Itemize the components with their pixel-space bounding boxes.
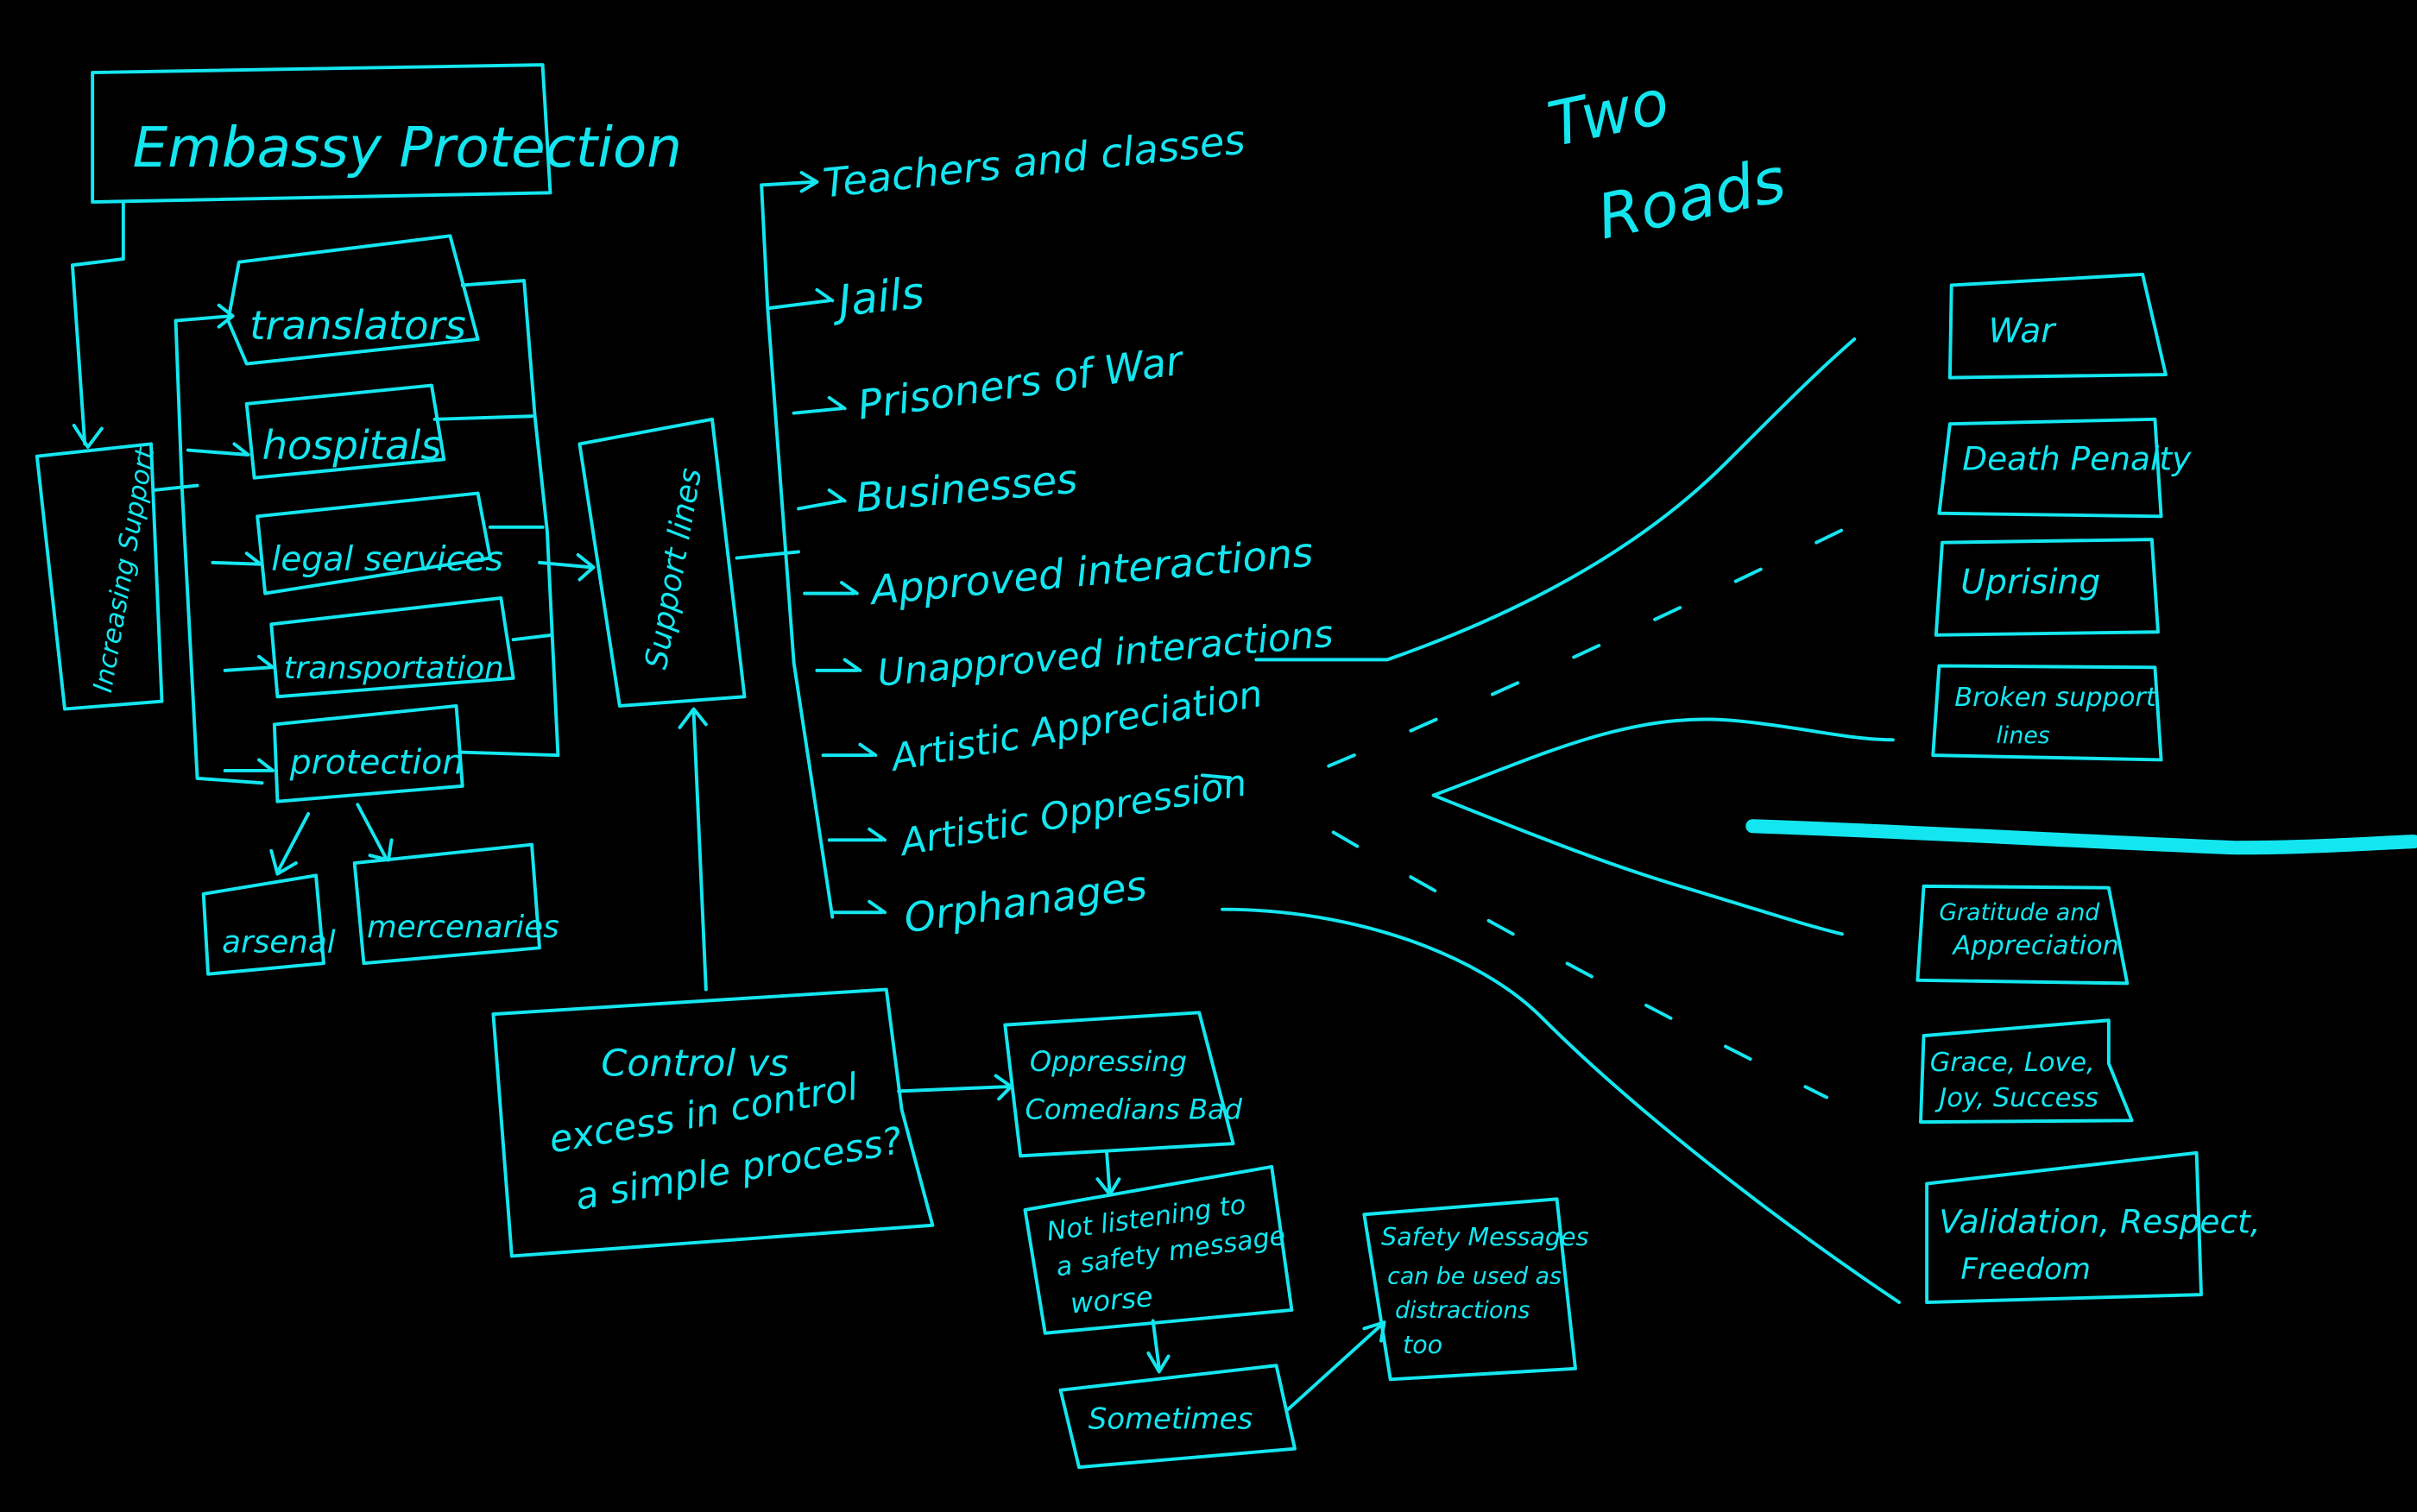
embassy-protection-label: Embassy Protection <box>133 116 682 180</box>
two-roads-line: Roads <box>1591 144 1791 254</box>
outcome-line: Death Penalty <box>1962 440 2192 478</box>
service-label: protection <box>289 744 464 783</box>
service-box-protection[interactable]: protection <box>272 704 464 803</box>
target-item[interactable]: Businesses <box>854 456 1079 521</box>
outcome-box-validation[interactable]: Validation, Respect, Freedom <box>1925 1150 2261 1305</box>
service-box-hospitals[interactable]: hospitals <box>244 383 446 480</box>
safety-line: too <box>1403 1330 1442 1359</box>
increasing-support-box[interactable]: Increasing Support <box>35 442 164 711</box>
support-lines-label: Support lines <box>639 465 709 671</box>
service-arrows <box>174 303 275 772</box>
connector-protection-children <box>269 803 394 876</box>
control-box[interactable]: Control vs excess in control a simple pr… <box>491 987 935 1258</box>
outcome-box-uprising[interactable]: Uprising <box>1934 538 2160 637</box>
connector-sometimes-to-safety <box>1285 1320 1386 1413</box>
safety-line: distractions <box>1395 1297 1530 1324</box>
outcome-line: Grace, Love, <box>1930 1048 2095 1078</box>
mercenaries-label: mercenaries <box>367 910 559 945</box>
target-item[interactable]: Artistic Oppression <box>895 761 1250 865</box>
connector-oppressing-to-notlistening <box>1095 1150 1121 1197</box>
service-box-legal-services[interactable]: legal services <box>256 491 503 595</box>
outcome-line: Appreciation <box>1952 930 2119 961</box>
outcome-box-war[interactable]: War <box>1947 273 2168 380</box>
service-label: translators <box>249 302 465 349</box>
support-lines-box[interactable]: Support lines <box>577 417 747 708</box>
mercenaries-box[interactable]: mercenaries <box>352 842 559 966</box>
service-box-transportation[interactable]: transportation <box>269 596 515 699</box>
outcome-line: Uprising <box>1960 564 2100 602</box>
service-box-translators[interactable]: translators <box>226 234 480 366</box>
not-listening-line: worse <box>1069 1280 1154 1320</box>
outcome-box-grace[interactable]: Grace, Love, Joy, Success <box>1919 1018 2134 1125</box>
services-right-bracket <box>432 279 596 758</box>
connector-control-to-oppressing <box>897 1074 1013 1101</box>
control-line: Control vs <box>601 1043 788 1086</box>
sometimes-label: Sometimes <box>1089 1402 1253 1435</box>
outcome-line: lines <box>1997 722 2050 749</box>
outcome-box-death-penalty[interactable]: Death Penalty <box>1937 417 2192 519</box>
connector-notlistening-to-sometimes <box>1146 1319 1171 1374</box>
two-roads-line: Two <box>1542 66 1675 161</box>
service-label: hospitals <box>262 422 442 469</box>
arsenal-label: arsenal <box>222 925 336 961</box>
sometimes-box[interactable]: Sometimes <box>1058 1364 1297 1470</box>
embassy-protection-box[interactable]: Embassy Protection <box>91 63 682 205</box>
safety-line: can be used as <box>1387 1263 1562 1290</box>
outcome-line: Validation, Respect, <box>1939 1203 2260 1241</box>
connector-support-to-targets <box>735 171 887 919</box>
target-list: Teachers and classes Jails Prisoners of … <box>821 117 1335 942</box>
two-roads-heading: Two Roads <box>1542 66 1791 253</box>
outcome-box-gratitude[interactable]: Gratitude and Appreciation <box>1915 884 2130 986</box>
outcome-box-broken-support-lines[interactable]: Broken support lines <box>1931 664 2163 762</box>
outcome-line: Joy, Success <box>1934 1083 2098 1113</box>
service-label: transportation <box>284 651 504 686</box>
not-listening-box[interactable]: Not listening to a safety message worse <box>1023 1164 1294 1335</box>
connector-control-to-support <box>678 707 708 992</box>
roads-drawing <box>1200 337 1901 1305</box>
target-item[interactable]: Jails <box>828 268 926 327</box>
increasing-support-label: Increasing Support <box>88 444 161 695</box>
outcome-line: Freedom <box>1960 1252 2090 1286</box>
outcome-line: War <box>1989 312 2058 351</box>
connector-embassy-to-increasing <box>70 200 125 449</box>
target-item[interactable]: Teachers and classes <box>821 117 1247 207</box>
connector-increasing-to-services <box>152 318 264 785</box>
service-label: legal services <box>271 540 503 579</box>
outcome-line: Gratitude and <box>1939 899 2100 926</box>
target-item[interactable]: Unapproved interactions <box>875 613 1335 696</box>
target-item[interactable]: Prisoners of War <box>855 337 1188 429</box>
oppressing-line: Comedians Bad <box>1025 1093 1243 1126</box>
target-item[interactable]: Orphanages <box>901 862 1150 942</box>
target-item[interactable]: Approved interactions <box>867 529 1315 614</box>
arsenal-box[interactable]: arsenal <box>201 873 336 976</box>
safety-line: Safety Messages <box>1381 1222 1589 1251</box>
divider-line <box>1745 819 2417 855</box>
oppressing-line: Oppressing <box>1030 1045 1187 1078</box>
safety-messages-box[interactable]: Safety Messages can be used as distracti… <box>1362 1197 1589 1382</box>
outcome-line: Broken support <box>1954 683 2157 713</box>
oppressing-box[interactable]: Oppressing Comedians Bad <box>1003 1011 1243 1158</box>
